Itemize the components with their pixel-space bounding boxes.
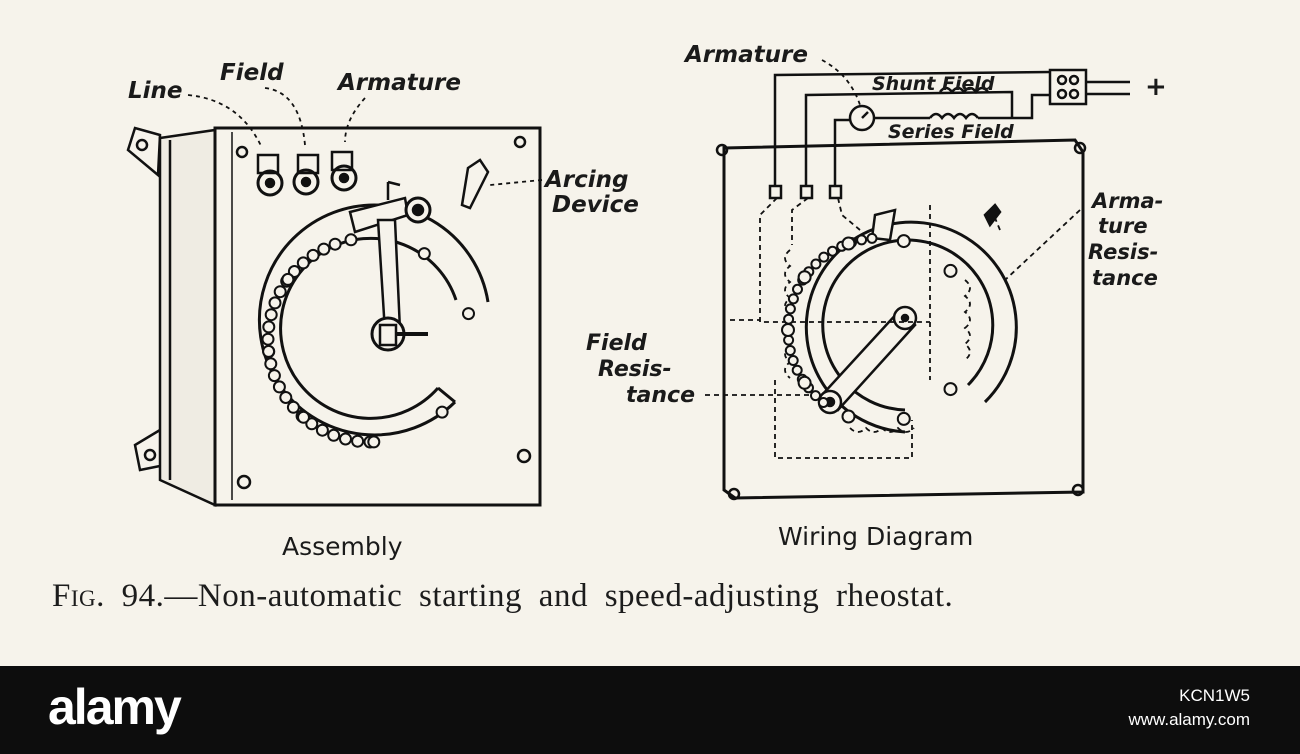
contact-button xyxy=(435,405,449,419)
wiring-title: Wiring Diagram xyxy=(778,522,973,551)
contact-button xyxy=(306,248,320,262)
assembly-leader-lines xyxy=(187,87,543,186)
contact-button xyxy=(781,323,795,337)
contact-button xyxy=(315,423,329,437)
label-armature: Armature xyxy=(336,70,461,96)
wiring-dashed-resistance xyxy=(705,197,1081,459)
label-plus-minus: + xyxy=(1145,72,1167,102)
contact-button xyxy=(417,247,431,261)
contact-button xyxy=(841,409,856,424)
contact-button xyxy=(317,242,331,256)
caption-text: —Non-automatic starting and speed-adjust… xyxy=(164,578,954,614)
contact-button xyxy=(810,258,822,270)
contact-button xyxy=(262,344,276,358)
contact-button xyxy=(817,397,829,408)
label-field-resis: Resis- xyxy=(598,357,672,382)
label-field-res: Field xyxy=(586,331,647,356)
wiring-illustration xyxy=(715,68,1130,501)
assembly-illustration xyxy=(126,126,542,507)
contact-button xyxy=(818,251,830,263)
contact-button xyxy=(784,345,796,356)
label-field-tance: tance xyxy=(626,383,695,408)
contact-button xyxy=(305,417,319,431)
label-wiring-armature: Armature xyxy=(683,42,808,68)
contact-button xyxy=(943,263,958,278)
caption-label: Fig. 94. xyxy=(52,578,165,614)
contact-button xyxy=(841,236,856,251)
contact-button xyxy=(273,285,287,299)
contact-button xyxy=(327,428,341,442)
contact-button xyxy=(896,411,911,426)
contact-button xyxy=(866,232,878,244)
contact-button xyxy=(787,293,799,305)
brand-logo: alamy xyxy=(48,679,182,735)
label-arm-tance: tance xyxy=(1092,266,1158,290)
contact-button xyxy=(281,272,295,286)
contact-button xyxy=(351,434,365,448)
contact-button xyxy=(367,435,381,449)
contact-button xyxy=(264,357,278,371)
wiring-contact-buttons xyxy=(781,232,958,426)
contact-button xyxy=(267,369,281,383)
label-shunt-field: Shunt Field xyxy=(872,73,995,95)
contact-button xyxy=(787,355,799,366)
contact-button xyxy=(297,410,310,424)
watermark-bar: alamy KCN1W5 www.alamy.com xyxy=(0,666,1300,754)
contact-button xyxy=(262,320,276,334)
label-arcing: Arcing xyxy=(543,167,629,193)
label-series-field: Series Field xyxy=(888,121,1014,143)
contact-button xyxy=(797,270,812,285)
wiring-armature-leader xyxy=(821,59,861,106)
label-field: Field xyxy=(220,60,284,86)
contact-button xyxy=(896,234,911,249)
contact-button xyxy=(296,256,310,270)
contact-button xyxy=(792,283,803,295)
contact-button xyxy=(339,432,352,446)
page-background: Line Field Armature Arcing Device Assemb… xyxy=(52,42,1262,615)
contact-button xyxy=(462,307,475,321)
label-line: Line xyxy=(128,78,183,104)
contact-button xyxy=(328,237,342,251)
figure-caption: Fig. 94.—Non-automatic starting and spee… xyxy=(52,578,1262,615)
contact-button xyxy=(286,400,300,414)
label-arma: Arma- xyxy=(1090,189,1163,213)
contact-button xyxy=(261,332,275,346)
contact-button xyxy=(279,391,293,404)
contact-button xyxy=(783,313,795,325)
contact-button xyxy=(827,245,838,257)
label-arm-resis: Resis- xyxy=(1088,240,1158,264)
assembly-title: Assembly xyxy=(282,532,403,561)
image-id: KCN1W5 xyxy=(1179,686,1250,705)
label-ture: ture xyxy=(1098,214,1148,238)
contact-button xyxy=(791,364,803,376)
assembly-contact-buttons xyxy=(261,233,475,449)
contact-button xyxy=(272,380,286,394)
contact-button xyxy=(943,382,958,397)
contact-button xyxy=(810,390,821,402)
site-url: www.alamy.com xyxy=(1128,710,1250,729)
contact-button xyxy=(344,233,358,247)
contact-button xyxy=(268,296,282,310)
contact-button xyxy=(784,303,796,315)
rheostat-figure: Line Field Armature Arcing Device Assemb… xyxy=(126,42,1167,561)
contact-button xyxy=(264,308,278,322)
contact-button xyxy=(856,234,868,246)
label-device: Device xyxy=(552,192,639,218)
contact-button xyxy=(797,375,812,390)
